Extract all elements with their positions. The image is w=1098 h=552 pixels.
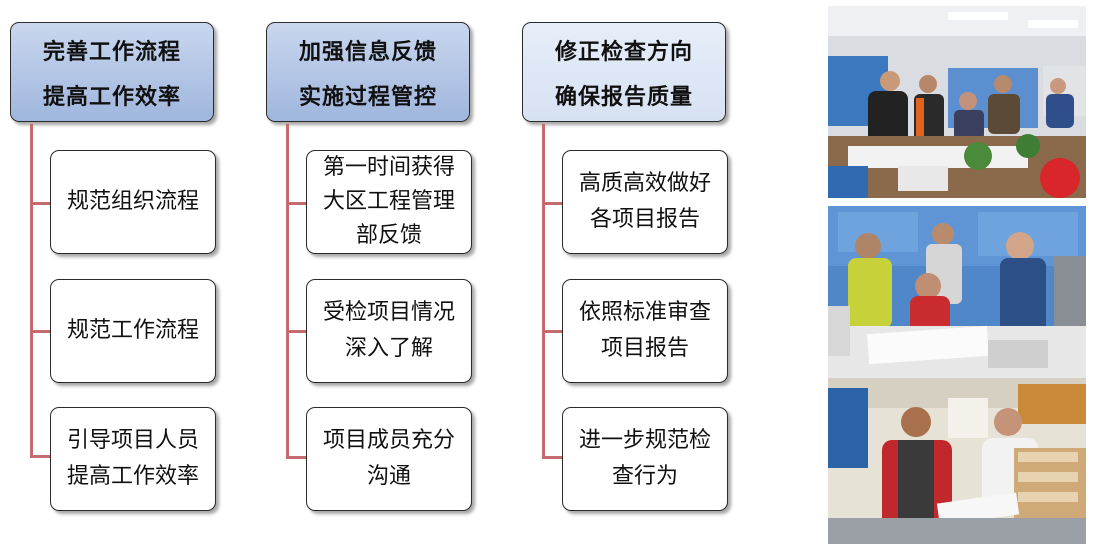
column-2: 加强信息反馈 实施过程管控 第一时间获得 大区工程管理 部反馈 受检项目情况 深… [264, 0, 494, 552]
header-line-2: 提高工作效率 [42, 84, 181, 110]
item-box: 项目成员充分 沟通 [306, 407, 472, 511]
item-line: 沟通 [366, 464, 411, 489]
meeting-photo-illustration [828, 6, 1086, 198]
item-line: 深入了解 [344, 336, 433, 361]
connector-branch [30, 330, 52, 333]
connector-branch [30, 455, 52, 458]
connector-trunk [30, 124, 33, 456]
item-line: 大区工程管理 [322, 189, 455, 214]
connector-branch [542, 330, 564, 333]
item-box: 高质高效做好 各项目报告 [562, 150, 728, 254]
header-line-1: 加强信息反馈 [298, 39, 437, 65]
item-line: 部反馈 [355, 223, 422, 248]
item-box: 第一时间获得 大区工程管理 部反馈 [306, 150, 472, 254]
item-line: 提高工作效率 [66, 464, 199, 489]
header-line-2: 实施过程管控 [298, 84, 437, 110]
item-box: 依照标准审查 项目报告 [562, 279, 728, 383]
item-line: 高质高效做好 [578, 171, 711, 196]
item-box: 规范工作流程 [50, 279, 216, 383]
item-line: 各项目报告 [589, 207, 700, 232]
connector-branch [286, 456, 308, 459]
item-line: 引导项目人员 [66, 428, 199, 453]
item-line: 进一步规范检 [578, 428, 711, 453]
item-line: 依照标准审查 [578, 300, 711, 325]
item-line: 项目报告 [600, 336, 689, 361]
item-line: 规范工作流程 [66, 318, 199, 343]
connector-trunk [542, 124, 545, 458]
column-2-header: 加强信息反馈 实施过程管控 [266, 22, 470, 122]
connector-branch [542, 456, 564, 459]
item-box: 引导项目人员 提高工作效率 [50, 407, 216, 511]
item-line: 受检项目情况 [322, 300, 455, 325]
connector-trunk [286, 124, 289, 458]
item-box: 进一步规范检 查行为 [562, 407, 728, 511]
header-line-2: 确保报告质量 [554, 84, 693, 110]
column-1: 完善工作流程 提高工作效率 规范组织流程 规范工作流程 引导项目人员 提高工作效… [8, 0, 238, 552]
connector-branch [542, 202, 564, 205]
item-box: 受检项目情况 深入了解 [306, 279, 472, 383]
item-box: 规范组织流程 [50, 150, 216, 254]
column-1-header: 完善工作流程 提高工作效率 [10, 22, 214, 122]
header-line-1: 完善工作流程 [42, 39, 181, 65]
item-line: 项目成员充分 [322, 428, 455, 453]
meeting-photo [828, 6, 1086, 198]
item-line: 第一时间获得 [322, 155, 455, 180]
column-3: 修正检查方向 确保报告质量 高质高效做好 各项目报告 依照标准审查 项目报告 进… [520, 0, 750, 552]
header-line-1: 修正检查方向 [554, 39, 693, 65]
connector-branch [286, 330, 308, 333]
discussion-photo-illustration [828, 378, 1086, 544]
item-line: 规范组织流程 [66, 189, 199, 214]
connector-branch [286, 202, 308, 205]
review-photo-illustration [828, 206, 1086, 378]
column-3-header: 修正检查方向 确保报告质量 [522, 22, 726, 122]
connector-branch [30, 202, 52, 205]
discussion-photo [828, 378, 1086, 544]
item-line: 查行为 [611, 464, 678, 489]
review-photo [828, 206, 1086, 378]
